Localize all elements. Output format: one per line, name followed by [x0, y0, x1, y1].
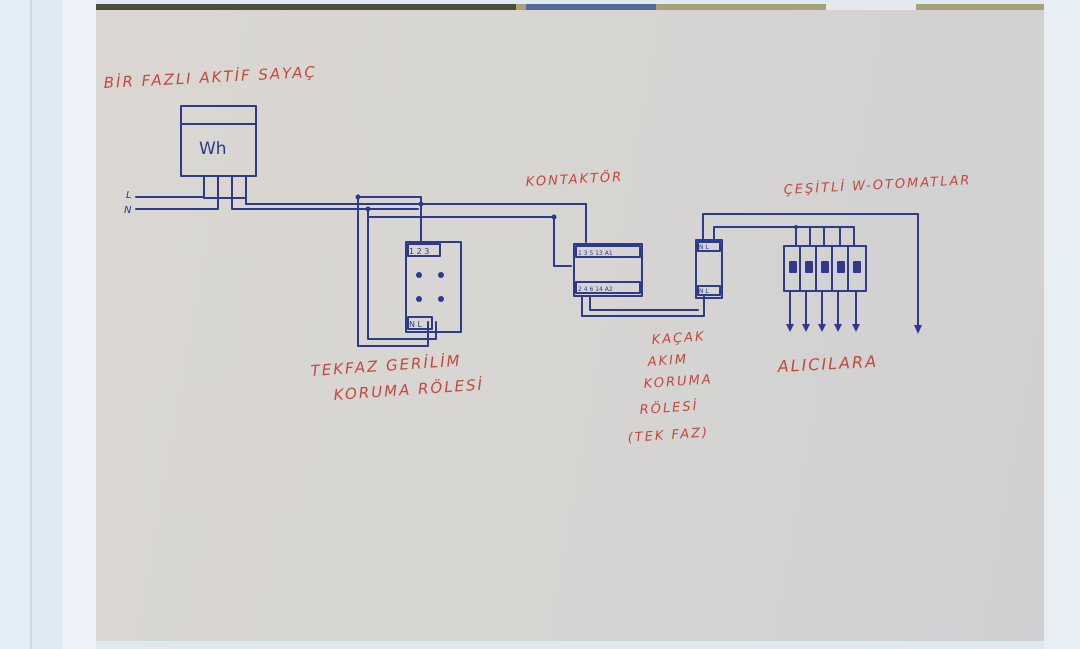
rcd-top-terminals	[697, 241, 721, 252]
contactor-top-terminal-text: 1 3 5 13 A1	[578, 250, 613, 257]
contactor-bottom-terminals	[575, 281, 641, 294]
bus-contactor-b	[367, 216, 572, 267]
bus-contactor-a	[420, 203, 587, 243]
frame-strip	[62, 0, 96, 649]
meter-out-l	[231, 197, 419, 210]
diagram-photo: Wh L N 1 2 3 N L 1 3 5 13 A1 2 4 6 14 A2…	[96, 4, 1044, 641]
voltage-relay-top-terminal-text: 1 2 3	[409, 247, 429, 256]
rcd-bottom-terminal-text: N L	[699, 288, 709, 295]
contactor-to-rcd-l	[589, 295, 699, 311]
leakage-label-line3: KORUMA	[643, 372, 713, 392]
rcd-top-terminal-text: N L	[699, 244, 709, 251]
wiring-diagram: Wh L N 1 2 3 N L 1 3 5 13 A1 2 4 6 14 A2…	[103, 62, 971, 446]
photo-top-edge-blue	[526, 4, 656, 10]
voltage-relay-label-line2: KORUMA RÖLESİ	[333, 375, 485, 404]
meter-title-label: BİR FAZLI AKTİF SAYAÇ	[103, 62, 317, 92]
voltage-relay-label-line1: TEKFAZ GERİLİM	[310, 350, 462, 380]
gutter-divider	[30, 0, 32, 649]
rcd-box	[695, 239, 723, 299]
photo-top-edge-white	[826, 4, 916, 10]
contactor-label: KONTAKTÖR	[525, 168, 623, 190]
leakage-label-line5: (TEK FAZ)	[627, 425, 709, 446]
bus-to-relay-top	[357, 196, 422, 243]
voltage-relay-box	[405, 241, 462, 333]
meter-unit-label: Wh	[199, 139, 227, 159]
neutral-to-loads	[702, 213, 919, 330]
contactor-top-terminals	[575, 245, 641, 258]
contactor-to-rcd-n	[581, 295, 705, 317]
photo-top-edge-dark	[96, 4, 516, 10]
leakage-label-line1: KAÇAK	[651, 329, 706, 348]
rcd-bottom-terminals	[697, 285, 721, 296]
voltage-relay-top-terminals	[407, 243, 441, 257]
phase-to-breakers	[713, 226, 855, 247]
contactor-box	[573, 243, 643, 297]
leakage-label-line4: RÖLESİ	[639, 397, 699, 418]
left-gutter	[0, 0, 30, 649]
voltage-relay-bottom-terminals	[407, 316, 433, 330]
leakage-label-line2: AKIM	[646, 352, 688, 370]
right-frame	[1044, 0, 1080, 649]
breakers-label: ÇEŞİTLİ W-OTOMATLAR	[783, 172, 971, 198]
voltage-relay-bottom-terminal-text: N L	[409, 320, 423, 329]
line-l-label: L	[126, 190, 132, 201]
contactor-bottom-terminal-text: 2 4 6 14 A2	[578, 286, 613, 293]
incoming-n-wire	[135, 197, 219, 210]
loads-label: ALICILARA	[776, 352, 878, 376]
breaker-group-box	[783, 245, 867, 292]
bus-relay-n	[357, 196, 429, 347]
bus-relay-l	[367, 208, 437, 340]
line-n-label: N	[124, 205, 132, 216]
meter-terminal-block	[203, 175, 247, 199]
